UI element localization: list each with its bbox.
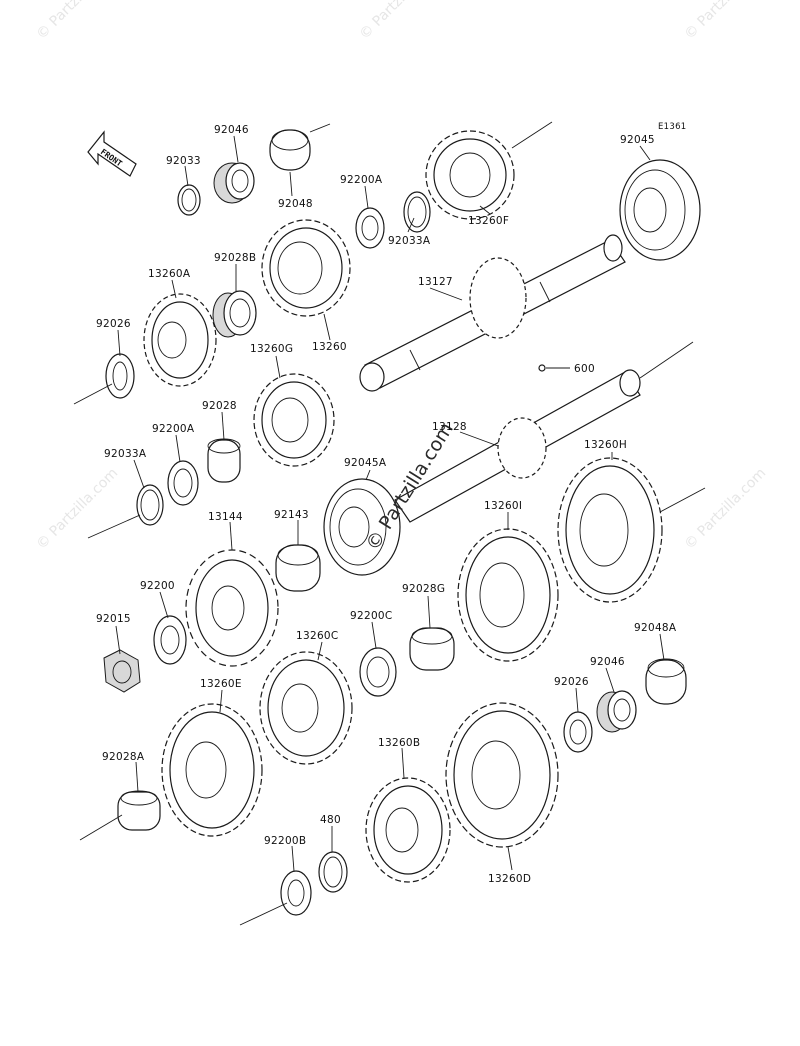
label-92046-top: 92046 bbox=[214, 124, 249, 136]
part-92026-washer-right bbox=[563, 711, 593, 753]
label-92026-right: 92026 bbox=[554, 676, 589, 688]
part-92200A-washer-mid bbox=[167, 460, 199, 506]
leader-lines bbox=[115, 135, 665, 872]
label-92033: 92033 bbox=[166, 155, 201, 167]
part-92200-washer bbox=[153, 615, 187, 665]
part-13260A-gear bbox=[143, 293, 217, 387]
label-92048A: 92048A bbox=[634, 622, 677, 634]
part-13128-shaft bbox=[394, 369, 641, 523]
part-13260F-gear bbox=[425, 130, 515, 220]
label-92033A-top: 92033A bbox=[388, 235, 431, 247]
label-92028G: 92028G bbox=[402, 583, 445, 595]
label-13260F: 13260F bbox=[468, 215, 509, 227]
label-92045A: 92045A bbox=[344, 457, 387, 469]
watermark-layer: © Partzilla.com © Partzilla.com © Partzi… bbox=[34, 0, 770, 553]
watermark-top-center: © Partzilla.com bbox=[357, 0, 445, 43]
label-92200: 92200 bbox=[140, 580, 175, 592]
part-92045A-ball-bearing bbox=[323, 478, 401, 576]
part-92143-collar bbox=[275, 544, 321, 592]
part-92200B-washer bbox=[280, 870, 312, 916]
part-13260I-gear bbox=[457, 528, 559, 662]
part-92026-washer bbox=[105, 353, 135, 399]
label-13260H: 13260H bbox=[584, 439, 627, 451]
part-13260-gear bbox=[261, 219, 351, 317]
front-arrow-icon: FRONT bbox=[87, 130, 137, 177]
label-13260: 13260 bbox=[312, 341, 347, 353]
part-600-dot bbox=[538, 364, 546, 372]
watermark-top-left: © Partzilla.com bbox=[34, 0, 122, 43]
part-labels: 92046 92048 92033 92200A 92033A 13260F 9… bbox=[96, 124, 677, 885]
diagram-code: E1361 bbox=[658, 122, 687, 132]
part-13260H-gear bbox=[557, 457, 663, 603]
label-13260I: 13260I bbox=[484, 500, 522, 512]
part-92015-nut bbox=[103, 649, 141, 693]
part-13127-shaft bbox=[359, 234, 626, 392]
label-92048-top: 92048 bbox=[278, 198, 313, 210]
label-13260C: 13260C bbox=[296, 630, 339, 642]
part-13260E-gear bbox=[161, 703, 263, 837]
part-13144-sprocket bbox=[185, 549, 279, 667]
part-13260B-gear bbox=[365, 777, 451, 883]
part-92028G-bushing bbox=[409, 627, 455, 671]
label-13260B: 13260B bbox=[378, 737, 420, 749]
part-92028B-bushing bbox=[212, 290, 257, 338]
label-92028: 92028 bbox=[202, 400, 237, 412]
part-92046-needle-bearing-right bbox=[596, 690, 637, 733]
part-13260D-gear bbox=[445, 702, 559, 848]
label-92015: 92015 bbox=[96, 613, 131, 625]
label-92200C: 92200C bbox=[350, 610, 393, 622]
part-480-circlip bbox=[318, 851, 348, 893]
part-92033A-circlip bbox=[403, 191, 431, 233]
label-13128: 13128 bbox=[432, 421, 467, 433]
label-480: 480 bbox=[320, 814, 341, 826]
label-92028B: 92028B bbox=[214, 252, 256, 264]
label-92026-left: 92026 bbox=[96, 318, 131, 330]
part-92048-collar bbox=[269, 129, 311, 171]
part-92046-needle-bearing bbox=[213, 162, 255, 204]
label-13260D: 13260D bbox=[488, 873, 531, 885]
label-92200A-top: 92200A bbox=[340, 174, 383, 186]
label-13260E: 13260E bbox=[200, 678, 242, 690]
label-92143: 92143 bbox=[274, 509, 309, 521]
watermark-mid-right: © Partzilla.com bbox=[682, 465, 770, 553]
label-92028A: 92028A bbox=[102, 751, 145, 763]
part-92033-circlip bbox=[177, 184, 201, 216]
part-92200C-washer bbox=[359, 647, 397, 697]
label-13260G: 13260G bbox=[250, 343, 293, 355]
part-13260G-gear bbox=[253, 373, 335, 467]
label-13144: 13144 bbox=[208, 511, 243, 523]
label-92200B: 92200B bbox=[264, 835, 306, 847]
part-92033A-circlip-mid bbox=[136, 484, 164, 526]
part-13260C-gear bbox=[259, 651, 353, 765]
label-92033A-mid: 92033A bbox=[104, 448, 147, 460]
label-92046-right: 92046 bbox=[590, 656, 625, 668]
label-13127: 13127 bbox=[418, 276, 453, 288]
part-92045-ball-bearing bbox=[619, 159, 701, 261]
part-92200A-washer bbox=[355, 207, 385, 249]
watermark-mid-left: © Partzilla.com bbox=[34, 465, 122, 553]
part-92028A-bushing bbox=[117, 790, 161, 831]
part-92028-bushing bbox=[207, 438, 241, 483]
label-92045: 92045 bbox=[620, 134, 655, 146]
part-92048A-collar bbox=[645, 658, 687, 705]
label-13260A: 13260A bbox=[148, 268, 191, 280]
watermark-top-right: © Partzilla.com bbox=[682, 0, 770, 43]
label-92200A-mid: 92200A bbox=[152, 423, 195, 435]
label-600: 600 bbox=[574, 363, 595, 375]
